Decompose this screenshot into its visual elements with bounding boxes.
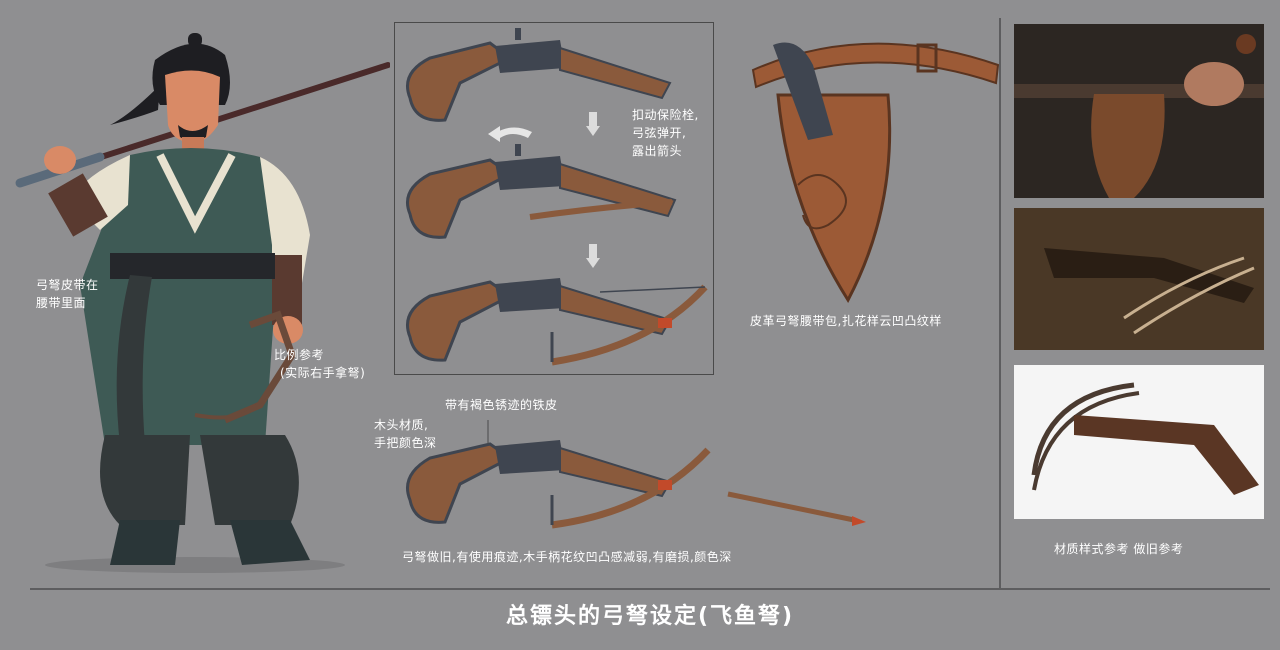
crossbow-material-detail [400,420,715,535]
strap-note: 弓弩皮带在 腰带里面 [36,276,99,312]
page-title: 总镖头的弓弩设定(飞鱼弩) [505,604,795,629]
character-illustration [10,25,390,575]
arrow-down-icon [586,112,600,138]
iron-note: 带有褐色锈迹的铁皮 [445,398,558,412]
scale-note-line-2: (实际右手拿弩) [280,366,366,380]
wood-note-line-1: 木头材质, [374,418,429,432]
arrow-down-icon [586,244,600,270]
arrow-curved-back-icon [488,122,534,144]
crossbow-stage-opening [400,142,690,247]
reference-note: 材质样式参考 做旧参考 [1054,542,1184,556]
aging-note: 弓弩做旧,有使用痕迹,木手柄花纹凹凸感减弱,有磨损,颜色深 [402,550,732,564]
strap-note-line-2: 腰带里面 [36,296,87,310]
safety-note: 扣动保险栓, 弓弦弹开, 露出箭头 [632,106,699,160]
horizontal-divider [30,588,1270,590]
safety-note-line-3: 露出箭头 [632,144,683,158]
reference-photo-crossbow-white [1014,365,1264,519]
scale-note: 比例参考 (实际右手拿弩) [274,346,365,382]
holster-note: 皮革弓弩腰带包,扎花样云凹凸纹样 [750,314,942,328]
crossbow-stage-open [400,262,712,367]
wood-note: 木头材质, 手把颜色深 [374,416,437,452]
arrow-bolt-icon [724,488,870,528]
strap-note-line-1: 弓弩皮带在 [36,278,99,292]
safety-note-line-2: 弓弦弹开, [632,126,687,140]
reference-photo-crossbow-dark [1014,208,1264,350]
crossbow-sequence-panel [394,22,714,375]
wood-note-line-2: 手把颜色深 [374,436,437,450]
safety-note-line-1: 扣动保险栓, [632,108,699,122]
scale-note-line-1: 比例参考 [274,348,325,362]
crossbow-holster [748,25,1003,305]
crossbow-stage-closed [400,28,680,128]
vertical-divider [999,18,1001,588]
reference-photo-holster [1014,24,1264,198]
